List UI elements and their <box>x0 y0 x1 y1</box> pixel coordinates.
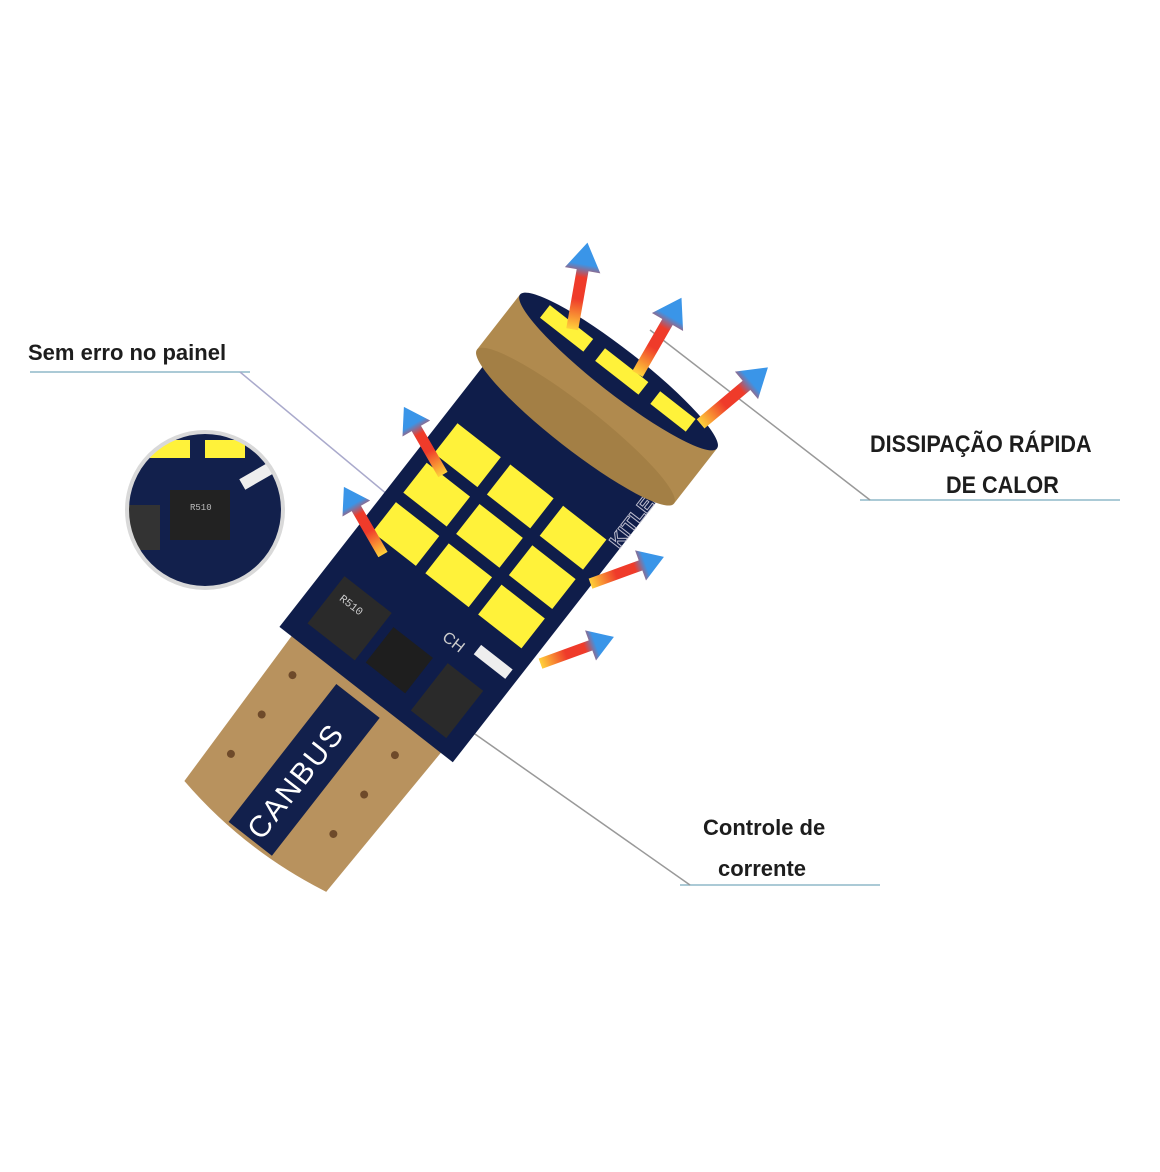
inset-zoom-circle: R510 <box>125 430 285 590</box>
canbus-strip <box>228 683 380 856</box>
label-current-line2: corrente <box>718 856 807 881</box>
leader-heat <box>649 329 871 501</box>
label-no-error: Sem erro no painel <box>28 340 227 365</box>
bulb-cap <box>476 294 718 504</box>
label-heat-line2: DE CALOR <box>946 472 1059 499</box>
leader-lines <box>30 329 1120 886</box>
leader-current <box>454 719 691 886</box>
led-grid <box>372 423 607 649</box>
label-heat-line1: DISSIPAÇÃO RÁPIDA <box>870 431 1092 458</box>
current-control-chip <box>307 576 392 661</box>
leader-no-error <box>239 371 401 506</box>
label-current-line1: Controle de <box>703 815 826 840</box>
inset-chip-text: R510 <box>190 503 212 513</box>
led-bulb: CANBUS R510 CH KITLEDS <box>184 292 718 892</box>
